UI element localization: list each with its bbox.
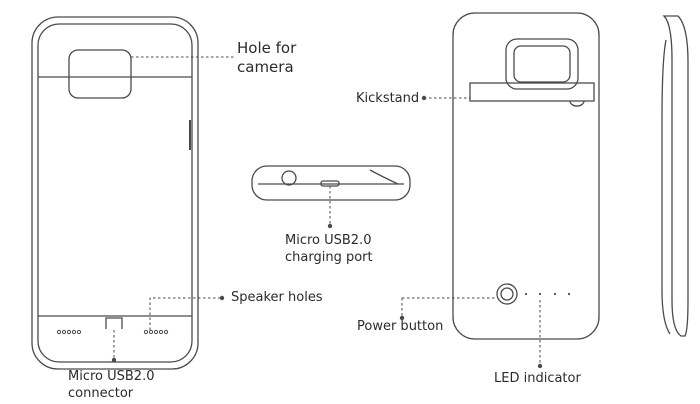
speaker-grille-left xyxy=(56,329,82,335)
leader-speaker xyxy=(149,297,222,330)
label-led-indicator: LED indicator xyxy=(494,371,581,386)
label-connector-line1: Micro USB2.0 xyxy=(68,369,155,384)
side-view-edge xyxy=(661,39,671,335)
case-front-inner-rim xyxy=(37,23,193,363)
label-connector: Micro USB2.0 connector xyxy=(68,368,154,402)
connector-slot xyxy=(105,317,123,329)
label-camera-hole: Hole for camera xyxy=(237,39,296,77)
speaker-grille-right xyxy=(143,329,169,335)
label-kickstand: Kickstand xyxy=(356,91,420,106)
label-camera-hole-line1: Hole for xyxy=(237,39,297,57)
bottom-view-curve xyxy=(369,169,399,185)
kickstand-shape xyxy=(469,82,595,102)
case-back-view xyxy=(452,12,600,340)
camera-hole-shape xyxy=(68,49,132,99)
bottom-view-lens-bump xyxy=(281,170,297,186)
label-camera-hole-line2: camera xyxy=(237,58,294,76)
power-button-outer xyxy=(496,283,518,305)
case-front-outline xyxy=(31,16,199,370)
label-power-button: Power button xyxy=(357,319,444,334)
case-side-view xyxy=(661,15,689,337)
case-bottom-view xyxy=(251,165,411,201)
label-charging-port-line1: Micro USB2.0 xyxy=(285,233,372,248)
led-dots xyxy=(524,292,571,296)
label-connector-line2: connector xyxy=(68,386,134,401)
case-back-outline xyxy=(452,12,600,340)
label-speaker-holes: Speaker holes xyxy=(231,290,323,305)
kickstand-hinge xyxy=(569,100,585,107)
case-front-view xyxy=(31,16,199,370)
label-charging-port: Micro USB2.0 charging port xyxy=(285,232,373,266)
power-button-inner xyxy=(500,287,514,301)
leader-lines xyxy=(113,56,541,366)
side-view-outline xyxy=(662,15,689,337)
back-camera-inner xyxy=(513,45,571,83)
bottom-view-outline xyxy=(251,165,411,201)
back-camera-outer xyxy=(505,38,579,90)
label-charging-port-line2: charging port xyxy=(285,250,373,265)
leader-dots xyxy=(111,95,543,369)
